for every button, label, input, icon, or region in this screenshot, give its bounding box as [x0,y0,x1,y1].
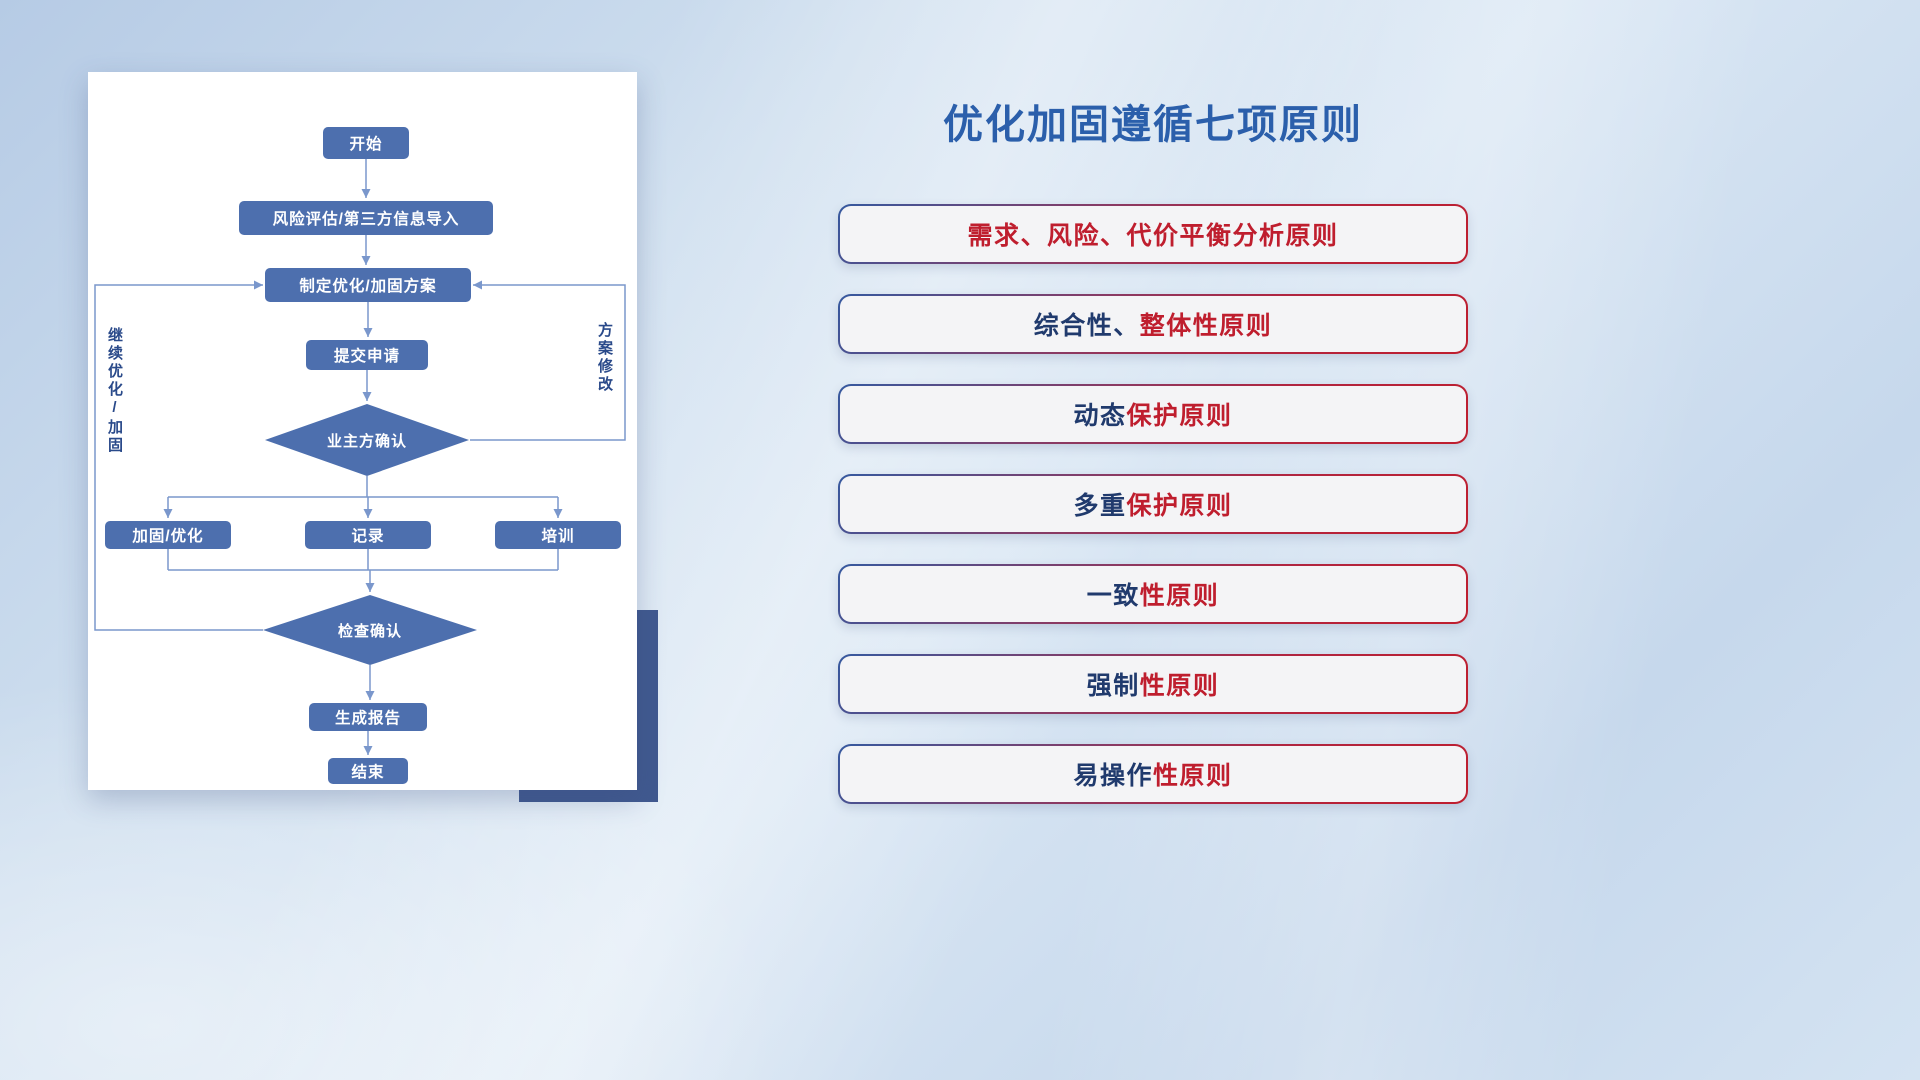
principle-card: 综合性、整体性原则 [838,294,1468,354]
principle-card: 动态保护原则 [838,384,1468,444]
principle-text: 多重保护原则 [840,476,1466,532]
flow-decision-owner-confirm: 业主方确认 [265,404,469,476]
flowchart-card: 开始 风险评估/第三方信息导入 制定优化/加固方案 提交申请 业主方确认 加固/… [88,72,637,790]
principle-card: 易操作性原则 [838,744,1468,804]
flow-node-training: 培训 [495,521,621,549]
flow-node-report: 生成报告 [309,703,427,731]
principle-card: 需求、风险、代价平衡分析原则 [838,204,1468,264]
principle-text: 动态保护原则 [840,386,1466,442]
flow-decision-check-confirm: 检查确认 [263,595,477,665]
principle-card: 多重保护原则 [838,474,1468,534]
loop-label-continue-optimize: 继续优化/加固 [106,327,123,455]
flow-node-risk-import: 风险评估/第三方信息导入 [239,201,493,235]
flow-node-start: 开始 [323,127,409,159]
flow-node-submit: 提交申请 [306,340,428,370]
principle-card: 一致性原则 [838,564,1468,624]
principles-panel: 优化加固遵循七项原则 需求、风险、代价平衡分析原则 综合性、整体性原则 动态保护… [838,92,1468,804]
principle-text: 易操作性原则 [840,746,1466,802]
principle-text: 需求、风险、代价平衡分析原则 [840,206,1466,262]
principle-text: 综合性、整体性原则 [840,296,1466,352]
flow-node-reinforce: 加固/优化 [105,521,231,549]
flow-node-end: 结束 [328,758,408,784]
loop-label-plan-modify: 方案修改 [596,322,613,394]
principle-card: 强制性原则 [838,654,1468,714]
flow-node-record: 记录 [305,521,431,549]
flow-node-make-plan: 制定优化/加固方案 [265,268,471,302]
principle-text: 一致性原则 [840,566,1466,622]
principle-text: 强制性原则 [840,656,1466,712]
panel-title: 优化加固遵循七项原则 [943,103,1363,147]
principles-list: 需求、风险、代价平衡分析原则 综合性、整体性原则 动态保护原则 多重保护原则 一… [838,204,1468,804]
